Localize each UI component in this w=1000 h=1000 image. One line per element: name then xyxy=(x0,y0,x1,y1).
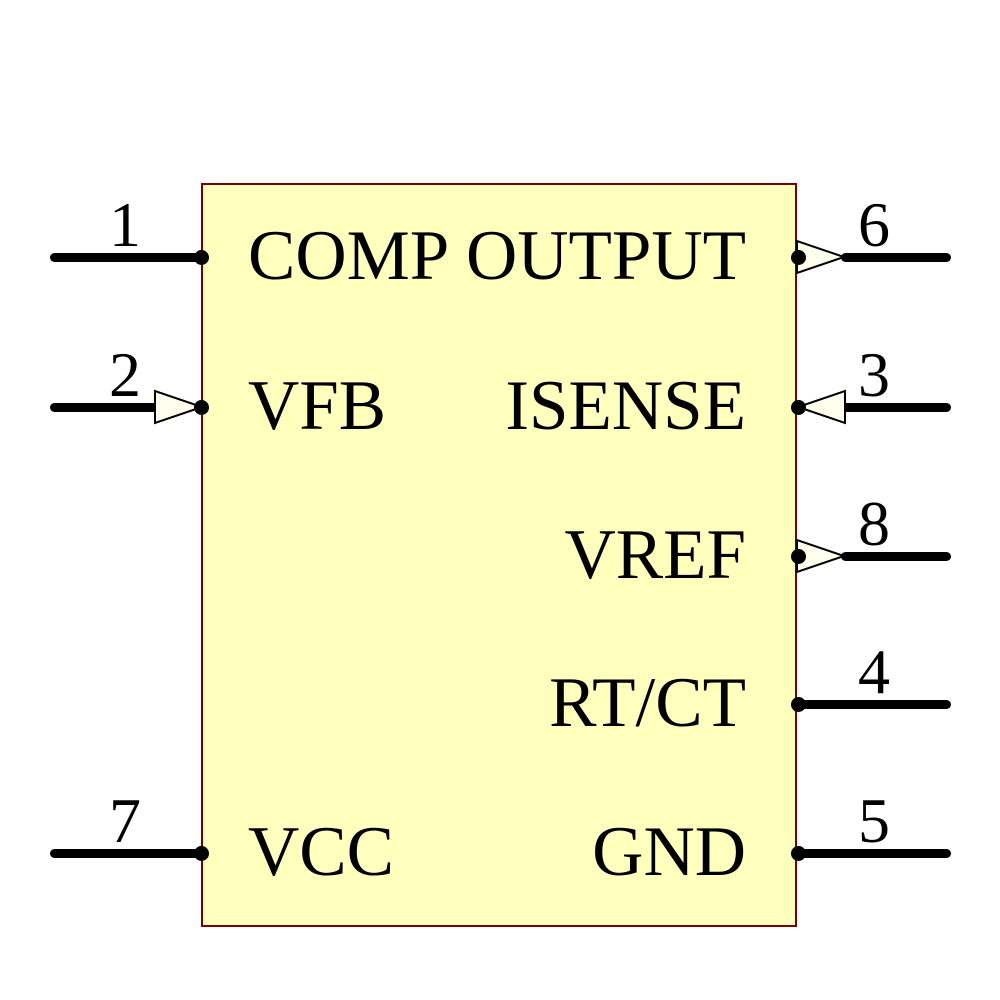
pin-7-wire xyxy=(50,849,203,858)
pin-6-endpoint-dot xyxy=(791,250,806,265)
pin-6-number: 6 xyxy=(858,189,890,260)
pin-5-wire xyxy=(798,849,951,858)
pin-label-output: OUTPUT xyxy=(465,217,746,295)
pin-5-number: 5 xyxy=(858,785,890,856)
pin-label-rtct: RT/CT xyxy=(549,664,746,742)
pin-label-vfb: VFB xyxy=(248,367,387,445)
pin-label-comp: COMP xyxy=(248,217,450,295)
pin-6-wire xyxy=(841,253,951,262)
pin-4-number: 4 xyxy=(858,636,890,707)
pin-1-wire xyxy=(50,253,203,262)
pin-label-vref: VREF xyxy=(564,516,747,594)
pin-2-endpoint-dot xyxy=(194,400,209,415)
pin-8-number: 8 xyxy=(858,488,890,559)
pin-5-endpoint-dot xyxy=(791,846,806,861)
pin-2-number: 2 xyxy=(109,339,141,410)
pin-3-number: 3 xyxy=(858,339,890,410)
pin-3-input-arrow-icon xyxy=(796,389,846,425)
pin-label-gnd: GND xyxy=(592,813,746,891)
pin-4-wire xyxy=(798,700,951,709)
pin-4-endpoint-dot xyxy=(791,697,806,712)
pin-3-wire xyxy=(842,403,951,412)
pin-3-endpoint-dot xyxy=(791,400,806,415)
pin-8-wire xyxy=(841,552,951,561)
pin-7-number: 7 xyxy=(109,785,141,856)
pin-1-number: 1 xyxy=(109,189,141,260)
ic-body xyxy=(201,183,797,927)
pin-2-wire xyxy=(50,403,162,412)
pin-2-input-arrow-icon xyxy=(154,389,204,425)
pin-1-endpoint-dot xyxy=(194,250,209,265)
pin-8-endpoint-dot xyxy=(791,549,806,564)
pin-7-endpoint-dot xyxy=(194,846,209,861)
pin-label-vcc: VCC xyxy=(248,813,394,891)
pin-label-isense: ISENSE xyxy=(505,367,746,445)
